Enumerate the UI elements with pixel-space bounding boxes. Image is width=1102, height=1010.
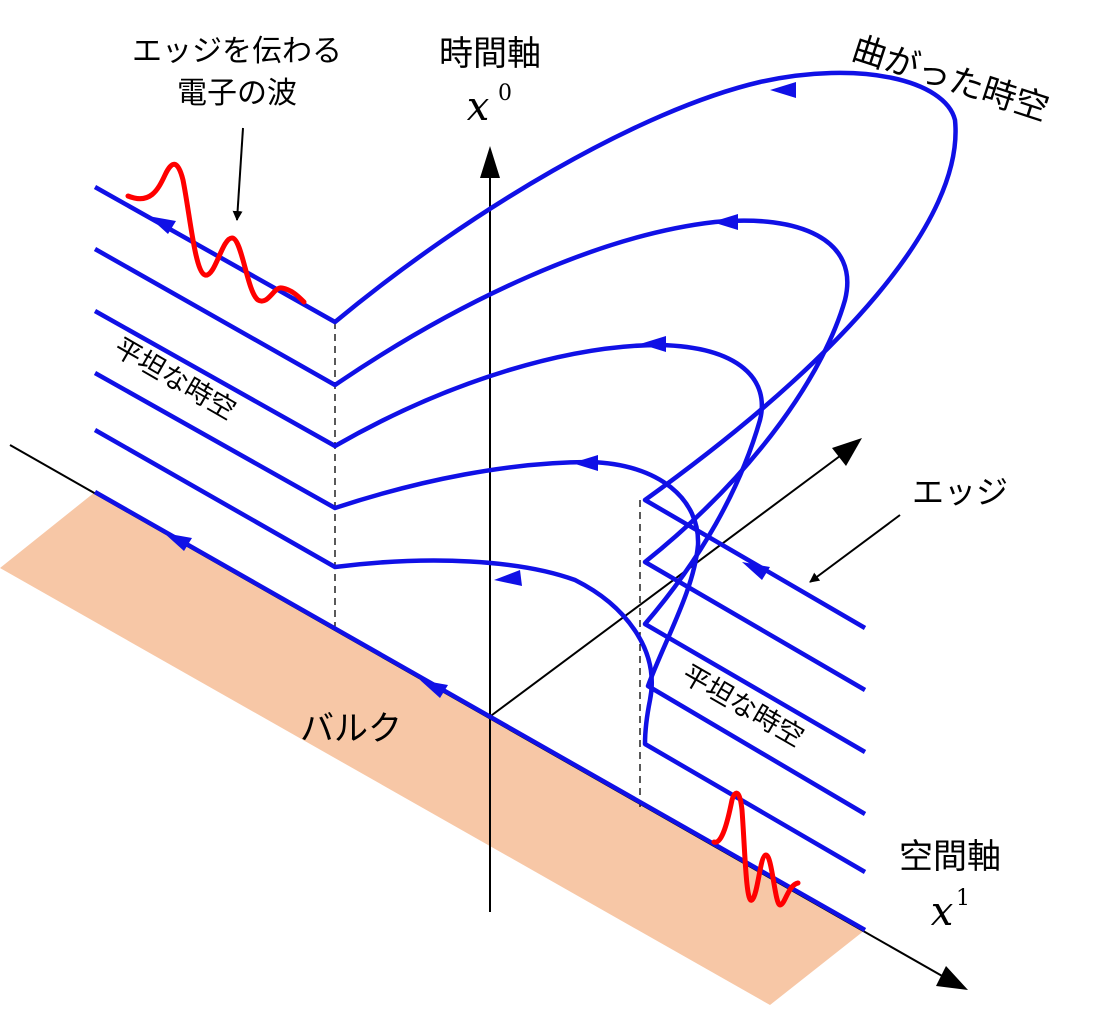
world-line-5	[93, 428, 867, 874]
arrow-curve-3	[640, 336, 666, 352]
space-axis-variable: x	[931, 889, 954, 935]
space-axis-label: 空間軸	[899, 837, 1001, 877]
world-lines	[93, 70, 958, 932]
time-axis-variable: x	[467, 84, 490, 130]
depth-axis-line	[487, 449, 849, 719]
edge-label-pointer	[809, 514, 901, 583]
bulk-edge-line	[93, 490, 867, 932]
arrow-curve-2	[712, 214, 738, 230]
world-line-4	[93, 371, 867, 816]
space-axis-superscript: 1	[956, 886, 970, 911]
arrow-top-left	[148, 216, 176, 234]
arrow-bulk-mid	[420, 680, 448, 698]
curved-spacetime-label: 曲がった時空	[847, 29, 1053, 130]
bulk-region	[0, 492, 865, 1005]
arrow-right-edge	[742, 562, 770, 580]
edge-wave-right	[711, 790, 801, 908]
bulk-label: バルク	[300, 709, 402, 749]
world-line-2	[93, 218, 867, 692]
time-axis-label: 時間軸	[439, 34, 541, 74]
space-axis-arrowhead	[936, 966, 968, 990]
world-line-3	[93, 309, 867, 754]
edge-wave-left	[125, 161, 307, 305]
arrow-bulk-edge	[164, 533, 192, 551]
flow-arrowheads	[148, 82, 796, 698]
wave-label-line1: エッジを伝わる	[132, 34, 342, 69]
wave-label-pointer	[232, 127, 244, 221]
depth-axis-arrowhead	[832, 438, 862, 466]
arrow-curve-1	[770, 82, 796, 98]
time-axis-superscript: 0	[498, 81, 512, 106]
wave-label-line2: 電子の波	[177, 76, 297, 111]
time-axis-arrowhead	[480, 146, 500, 178]
arrow-curve-4	[572, 455, 598, 471]
edge-label: エッジ	[912, 473, 1008, 511]
arrow-curve-5	[494, 570, 522, 586]
world-line-1	[93, 70, 958, 630]
